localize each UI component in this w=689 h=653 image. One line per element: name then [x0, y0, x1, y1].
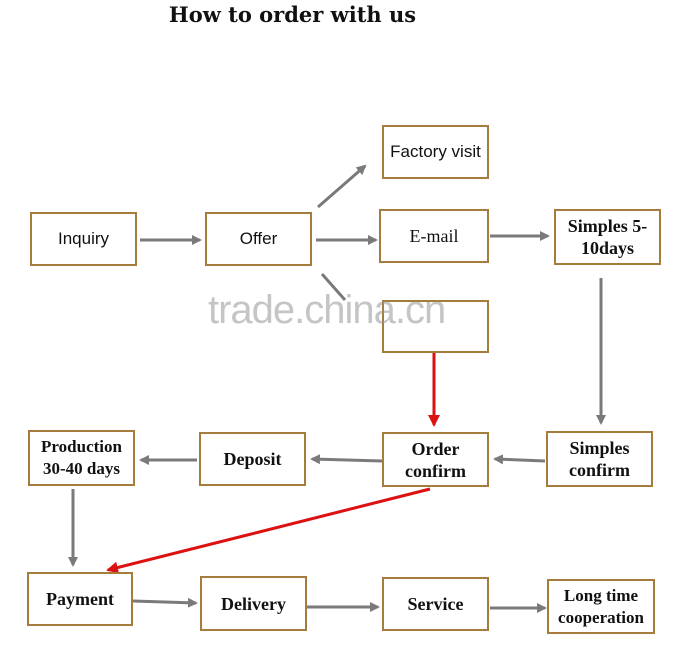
step-label: Deposit — [223, 449, 282, 469]
step-samples-days: Simples 5-10days — [554, 209, 661, 265]
step-payment: Payment — [27, 572, 133, 626]
arrow-offer-factory — [317, 164, 367, 209]
step-inquiry: Inquiry — [30, 212, 137, 266]
step-label: Offer — [239, 229, 278, 248]
step-deposit: Deposit — [199, 432, 306, 486]
step-email: E-mail — [379, 209, 489, 263]
arrow-payment-delivery — [132, 597, 198, 608]
step-order-confirm: Order confirm — [382, 432, 489, 487]
step-service: Service — [382, 577, 489, 631]
arrow-order-deposit — [310, 454, 383, 465]
step-label: Order confirm — [405, 438, 466, 481]
step-label: Factory visit — [390, 142, 481, 161]
red-arrow-order-payment — [106, 487, 431, 574]
arrow-offer-hidden — [320, 273, 347, 301]
step-offer: Offer — [205, 212, 312, 266]
step-label: Service — [407, 594, 464, 614]
step-label: Delivery — [221, 593, 286, 614]
step-delivery: Delivery — [200, 576, 307, 631]
diagram-title: How to order with us — [168, 2, 417, 27]
arrow-samplesconfirm-order — [493, 454, 546, 465]
step-samples-confirm: Simples confirm — [546, 431, 653, 487]
step-production: Production 30-40 days — [28, 430, 135, 486]
step-factory-visit: Factory visit — [382, 125, 489, 179]
step-label: Payment — [46, 589, 114, 609]
step-long-time-cooperation: Long time cooperation — [547, 579, 655, 634]
step-label: E-mail — [409, 226, 459, 246]
hidden-step-box — [382, 300, 489, 353]
step-label: Simples confirm — [569, 438, 630, 480]
step-label: Simples 5-10days — [567, 216, 648, 258]
step-label: Production 30-40 days — [41, 437, 122, 478]
watermark: trade.china.cn — [208, 288, 446, 332]
step-label: Inquiry — [57, 229, 110, 248]
step-label: Long time cooperation — [558, 585, 644, 627]
